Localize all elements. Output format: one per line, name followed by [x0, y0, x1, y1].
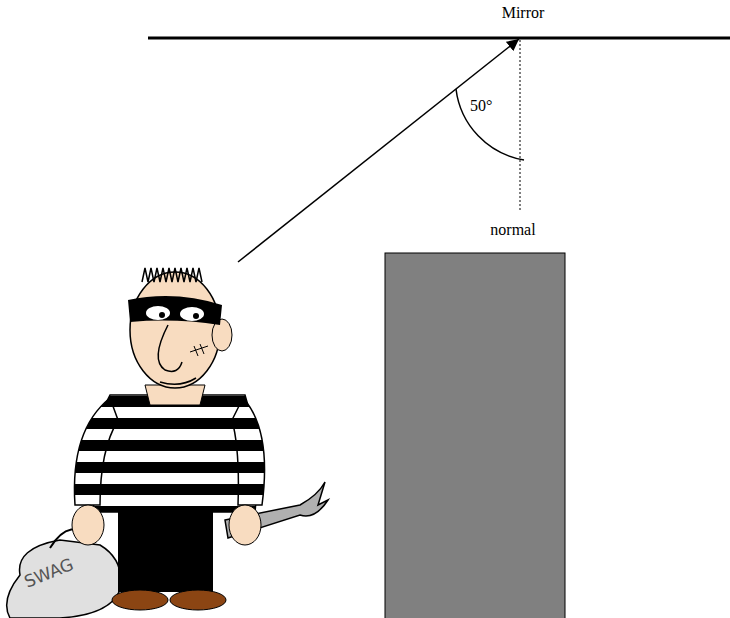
right-sleeve: [232, 398, 265, 505]
pupil: [159, 312, 165, 318]
head: [130, 272, 220, 388]
swag-bag: [7, 540, 121, 618]
part-label: Mirror: [502, 5, 545, 21]
right-shoe: [170, 590, 226, 610]
light-ray: [238, 39, 519, 262]
trousers: [118, 510, 213, 592]
eye: [180, 307, 204, 321]
left-hand: [72, 505, 104, 545]
normal-line: [520, 40, 521, 212]
mouth: [160, 378, 196, 384]
part-label: normal: [490, 222, 535, 238]
spiky-hair: [142, 268, 202, 282]
burglar-mask: [128, 296, 222, 325]
pupil: [193, 313, 199, 319]
nose: [158, 325, 182, 371]
wall-block: [385, 253, 565, 618]
mirror-line: [148, 37, 730, 40]
angle-label: 50°: [470, 98, 492, 114]
angle-arc: [456, 89, 524, 160]
right-hand: [229, 505, 261, 545]
left-shoe: [112, 590, 168, 610]
left-sleeve: [74, 398, 118, 505]
eye: [146, 306, 170, 320]
scar: [190, 344, 208, 356]
